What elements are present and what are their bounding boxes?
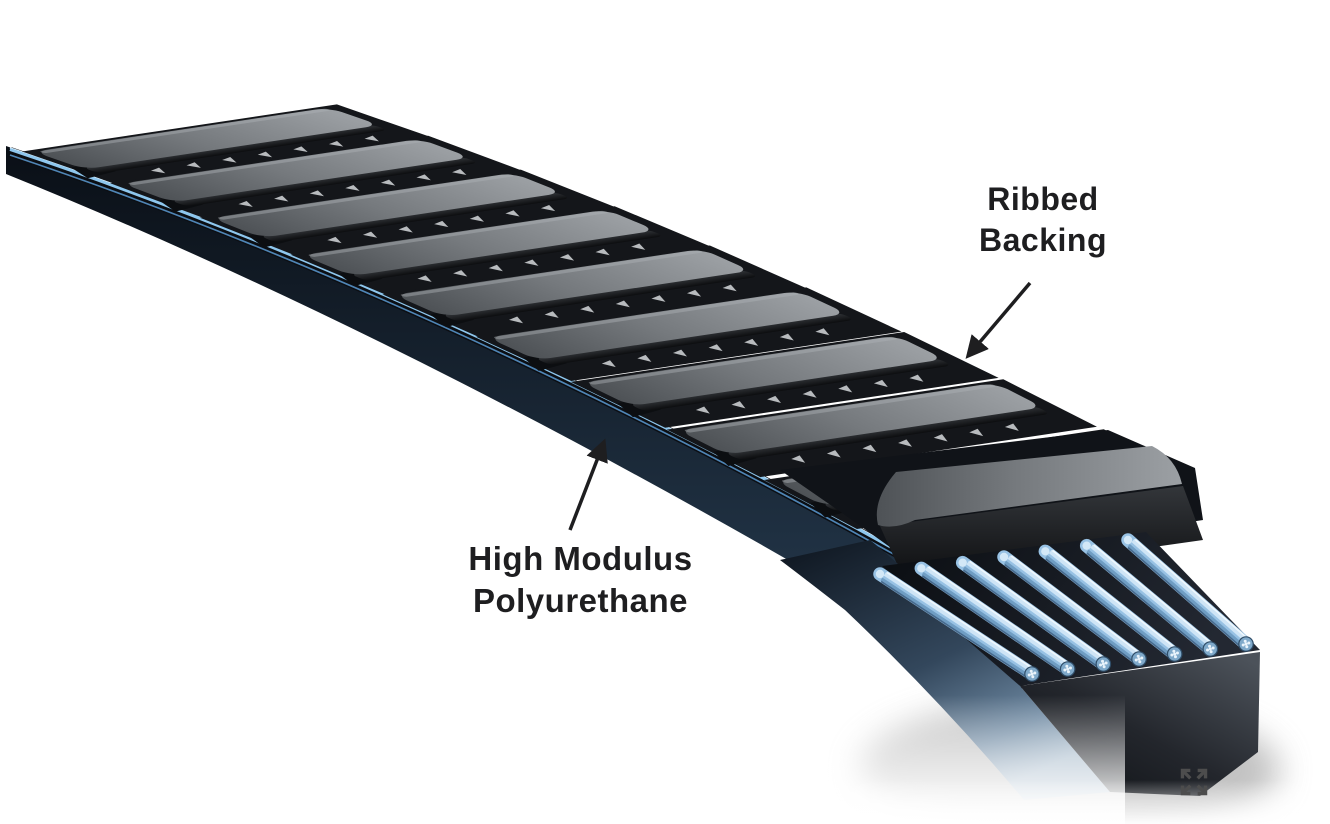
belt-side-face xyxy=(6,146,918,636)
fade-bottom xyxy=(825,780,1330,824)
label-ribbed-backing: Ribbed Backing xyxy=(938,179,1148,261)
label-modulus-line1: High Modulus xyxy=(468,540,693,577)
label-high-modulus-polyurethane: High Modulus Polyurethane xyxy=(418,538,743,622)
tensile-cords xyxy=(873,533,1254,682)
label-ribbed-line2: Backing xyxy=(979,221,1107,258)
cut-cross-section xyxy=(1020,652,1260,796)
ribbed-backing-arrow xyxy=(965,281,1032,359)
high-modulus-arrow xyxy=(568,438,608,531)
label-ribbed-line1: Ribbed xyxy=(987,181,1099,217)
label-modulus-line2: Polyurethane xyxy=(472,582,689,620)
expand-icon[interactable] xyxy=(1173,761,1215,803)
